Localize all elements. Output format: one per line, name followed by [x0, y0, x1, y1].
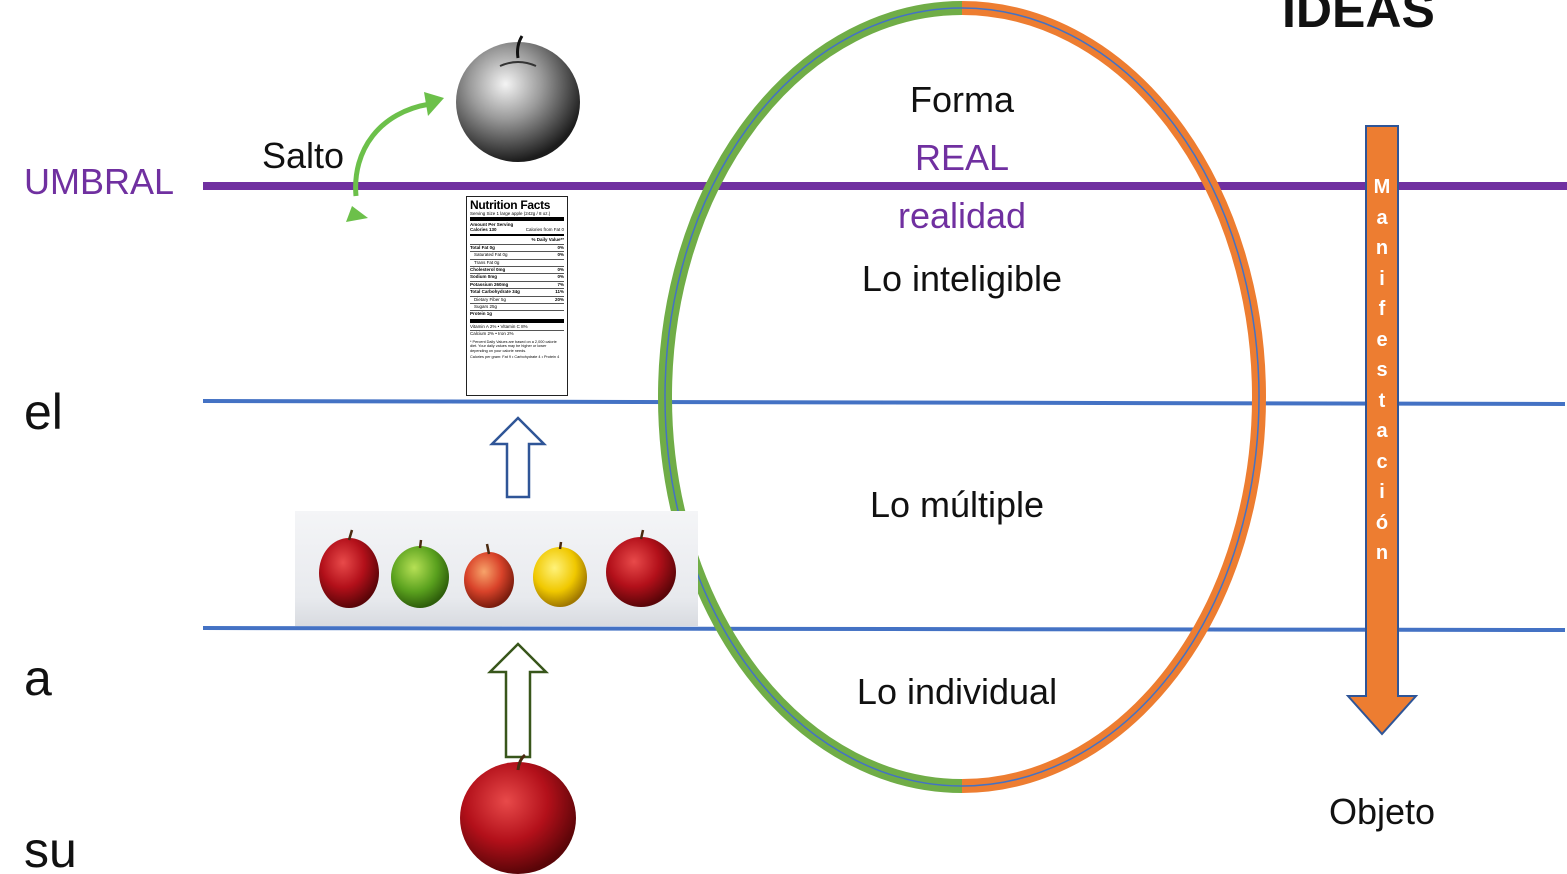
label-inteligible: Lo inteligible — [861, 258, 1063, 299]
manifestation-arrow-shape — [1345, 125, 1419, 736]
nutrition-row: Sugars 25g — [470, 303, 564, 310]
nutrition-row: Sodium 0mg 0% — [470, 273, 564, 280]
nutrition-row: Cholesterol 0mg 0% — [470, 266, 564, 273]
nutrition-serving: Serving Size 1 large apple (242g / 8 oz.… — [470, 211, 551, 216]
manifestation-letter: i — [1379, 267, 1385, 290]
nutrition-vitamins-2: Calcium 2% • Iron 2% — [470, 331, 514, 337]
manifestation-letter: f — [1378, 298, 1386, 320]
nutrition-calories-per-gram: Calories per gram: Fat 9 • Carbohydrate … — [470, 355, 560, 360]
label-forma: Forma — [909, 79, 1014, 120]
nutrition-row-label: Protein 1g — [470, 311, 493, 317]
nutrition-row: Saturated Fat 0g 0% — [470, 251, 564, 258]
nutrition-row: Potassium 260mg 7% — [470, 280, 564, 288]
nutrition-rows: Total Fat 0g 0% Saturated Fat 0g 0% Trans Fa… — [470, 243, 564, 318]
left-label-a: a — [24, 650, 52, 706]
nutrition-row-label: Total Fat 0g — [470, 244, 495, 250]
title-ideas: IDEAS — [1282, 0, 1435, 38]
manifestation-letter: t — [1378, 389, 1386, 412]
nutrition-dv-header: % Daily Value** — [531, 237, 564, 243]
jump-arrow-tail — [346, 206, 368, 222]
nutrition-row-value: 20% — [554, 296, 564, 302]
jump-arrow-curve — [353, 101, 431, 197]
nutrition-row-label: Potassium 260mg — [470, 281, 509, 287]
label-individual: Lo individual — [856, 671, 1058, 712]
level-line-upper — [202, 399, 1566, 406]
left-label-su: su — [24, 822, 77, 874]
nutrition-facts-label: Nutrition Facts Serving Size 1 large app… — [466, 196, 568, 396]
manifestation-letter: i — [1379, 481, 1385, 503]
nutrition-row: Protein 1g — [470, 310, 564, 317]
label-real: REAL — [914, 137, 1010, 178]
nutrition-row-label: Trans Fat 0g — [474, 259, 500, 265]
manifestation-letter: a — [1376, 206, 1388, 229]
sketch-apple-image — [456, 35, 580, 162]
label-multiple: Lo múltiple — [869, 484, 1045, 525]
jump-arrow-head — [424, 92, 444, 116]
nutrition-footnote: * Percent Daily Values are based on a 2,… — [470, 339, 557, 353]
nutrition-row-label: Sodium 0mg — [470, 274, 498, 280]
nutrition-title: Nutrition Facts — [470, 198, 551, 212]
nutrition-row-label: Cholesterol 0mg — [470, 267, 506, 273]
label-realidad: realidad — [897, 195, 1027, 236]
umbral-label: UMBRAL — [24, 161, 175, 202]
nutrition-calories-fat: Calories from Fat 0 — [525, 227, 564, 232]
ellipse-outline — [664, 7, 1260, 787]
nutrition-row: Total Carbohydrate 34g 11% — [470, 288, 564, 295]
nutrition-vitamins-1: Vitamin A 2% • Vitamin C 8% — [470, 323, 528, 329]
nutrition-calories: Calories 130 — [470, 227, 497, 232]
nutrition-row-value: 7% — [557, 281, 564, 287]
object-label: Objeto — [1328, 791, 1436, 832]
nutrition-row-value: 0% — [557, 267, 564, 273]
manifestation-letter: a — [1376, 420, 1388, 442]
nutrition-amount: Amount Per Serving — [470, 222, 514, 227]
manifestation-letter: c — [1376, 450, 1388, 473]
nutrition-row: Total Fat 0g 0% — [470, 243, 564, 251]
manifestation-letter: n — [1375, 542, 1389, 564]
nutrition-row-value: 11% — [555, 289, 564, 295]
nutrition-row-label: Saturated Fat 0g — [474, 252, 508, 258]
manifestation-letter: n — [1375, 237, 1389, 259]
up-arrow-upper — [488, 416, 548, 499]
nutrition-row: Trans Fat 0g — [470, 258, 564, 266]
nutrition-row-label: Total Carbohydrate 34g — [470, 289, 520, 295]
manifestation-letter: ó — [1375, 511, 1389, 534]
apples-row-image — [295, 511, 698, 626]
manifestation-letter: e — [1376, 328, 1388, 351]
nutrition-row-value: 0% — [557, 252, 564, 258]
jump-label: Salto — [262, 135, 345, 176]
nutrition-row-value: 0% — [557, 244, 564, 250]
red-apple-image — [460, 753, 576, 874]
nutrition-row-value: 0% — [557, 274, 564, 280]
level-line-lower — [202, 626, 1566, 632]
nutrition-row: Dietary Fiber 5g 20% — [470, 295, 564, 303]
nutrition-row-label: Sugars 25g — [474, 304, 498, 310]
left-label-el: el — [24, 384, 63, 440]
manifestation-letter: M — [1373, 176, 1391, 198]
up-arrow-lower — [486, 642, 550, 759]
manifestation-letter: s — [1376, 359, 1388, 381]
nutrition-row-label: Dietary Fiber 5g — [474, 296, 507, 302]
